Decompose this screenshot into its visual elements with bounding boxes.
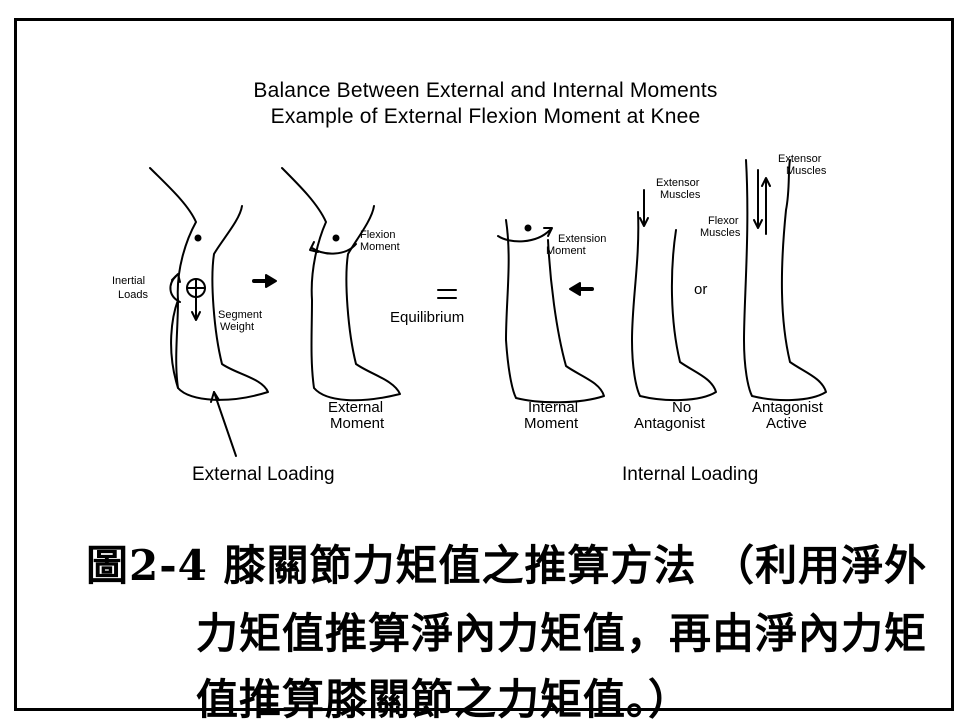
knee-center-dot-2 xyxy=(332,234,340,242)
label-internal-moment: Moment xyxy=(524,415,579,432)
figure-title-line2: Example of External Flexion Moment at Kn… xyxy=(270,105,701,128)
label-loads: Loads xyxy=(118,289,148,301)
extension-moment-arrow xyxy=(497,229,551,243)
label-muscles-flexor: Muscles xyxy=(700,227,741,239)
label-equilibrium: Equilibrium xyxy=(390,309,464,326)
caption-line1: 圖2-4 膝關節力矩值之推算方法 （利用淨外 xyxy=(86,541,928,590)
leg-external-loading xyxy=(149,167,269,401)
label-no-antagonist: Antagonist xyxy=(634,415,706,432)
label-muscles-1: Muscles xyxy=(660,189,701,201)
label-weight: Weight xyxy=(220,321,254,333)
label-flexion: Flexion xyxy=(360,229,395,241)
label-extensor-1: Extensor xyxy=(656,177,700,189)
label-extensor-2: Extensor xyxy=(778,153,822,165)
leg-no-antagonist xyxy=(631,211,717,402)
caption-line2: 力矩值推算淨內力矩值，再由淨內力矩 xyxy=(196,609,928,658)
label-flexion-moment: Moment xyxy=(360,241,400,253)
label-no: No xyxy=(672,399,691,416)
label-segment: Segment xyxy=(218,309,262,321)
flexion-moment-arrow xyxy=(311,243,357,255)
label-muscles-2: Muscles xyxy=(786,165,827,177)
caption-line3: 值推算膝關節之力矩值。） xyxy=(196,675,692,724)
figure-frame xyxy=(14,18,954,711)
label-extension: Extension xyxy=(558,233,606,245)
label-antagonist: Antagonist xyxy=(752,399,824,416)
leg-internal-moment xyxy=(505,219,605,404)
label-external-moment: Moment xyxy=(330,415,385,432)
label-extension-moment: Moment xyxy=(546,245,586,257)
label-or: or xyxy=(694,281,707,298)
figure-title-line1: Balance Between External and Internal Mo… xyxy=(253,79,718,102)
external-loading-pointer xyxy=(213,391,237,457)
knee-center-dot-3 xyxy=(524,224,532,232)
label-active: Active xyxy=(766,415,807,432)
label-flexor: Flexor xyxy=(708,215,739,227)
knee-center-dot-1 xyxy=(194,234,202,242)
label-internal: Internal xyxy=(528,399,578,416)
label-external-loading: External Loading xyxy=(192,464,335,485)
label-external: External xyxy=(328,399,383,416)
leg-antagonist-active xyxy=(743,159,827,402)
label-internal-loading: Internal Loading xyxy=(622,464,758,485)
label-inertial: Inertial xyxy=(112,275,145,287)
leg-external-moment xyxy=(281,167,401,402)
